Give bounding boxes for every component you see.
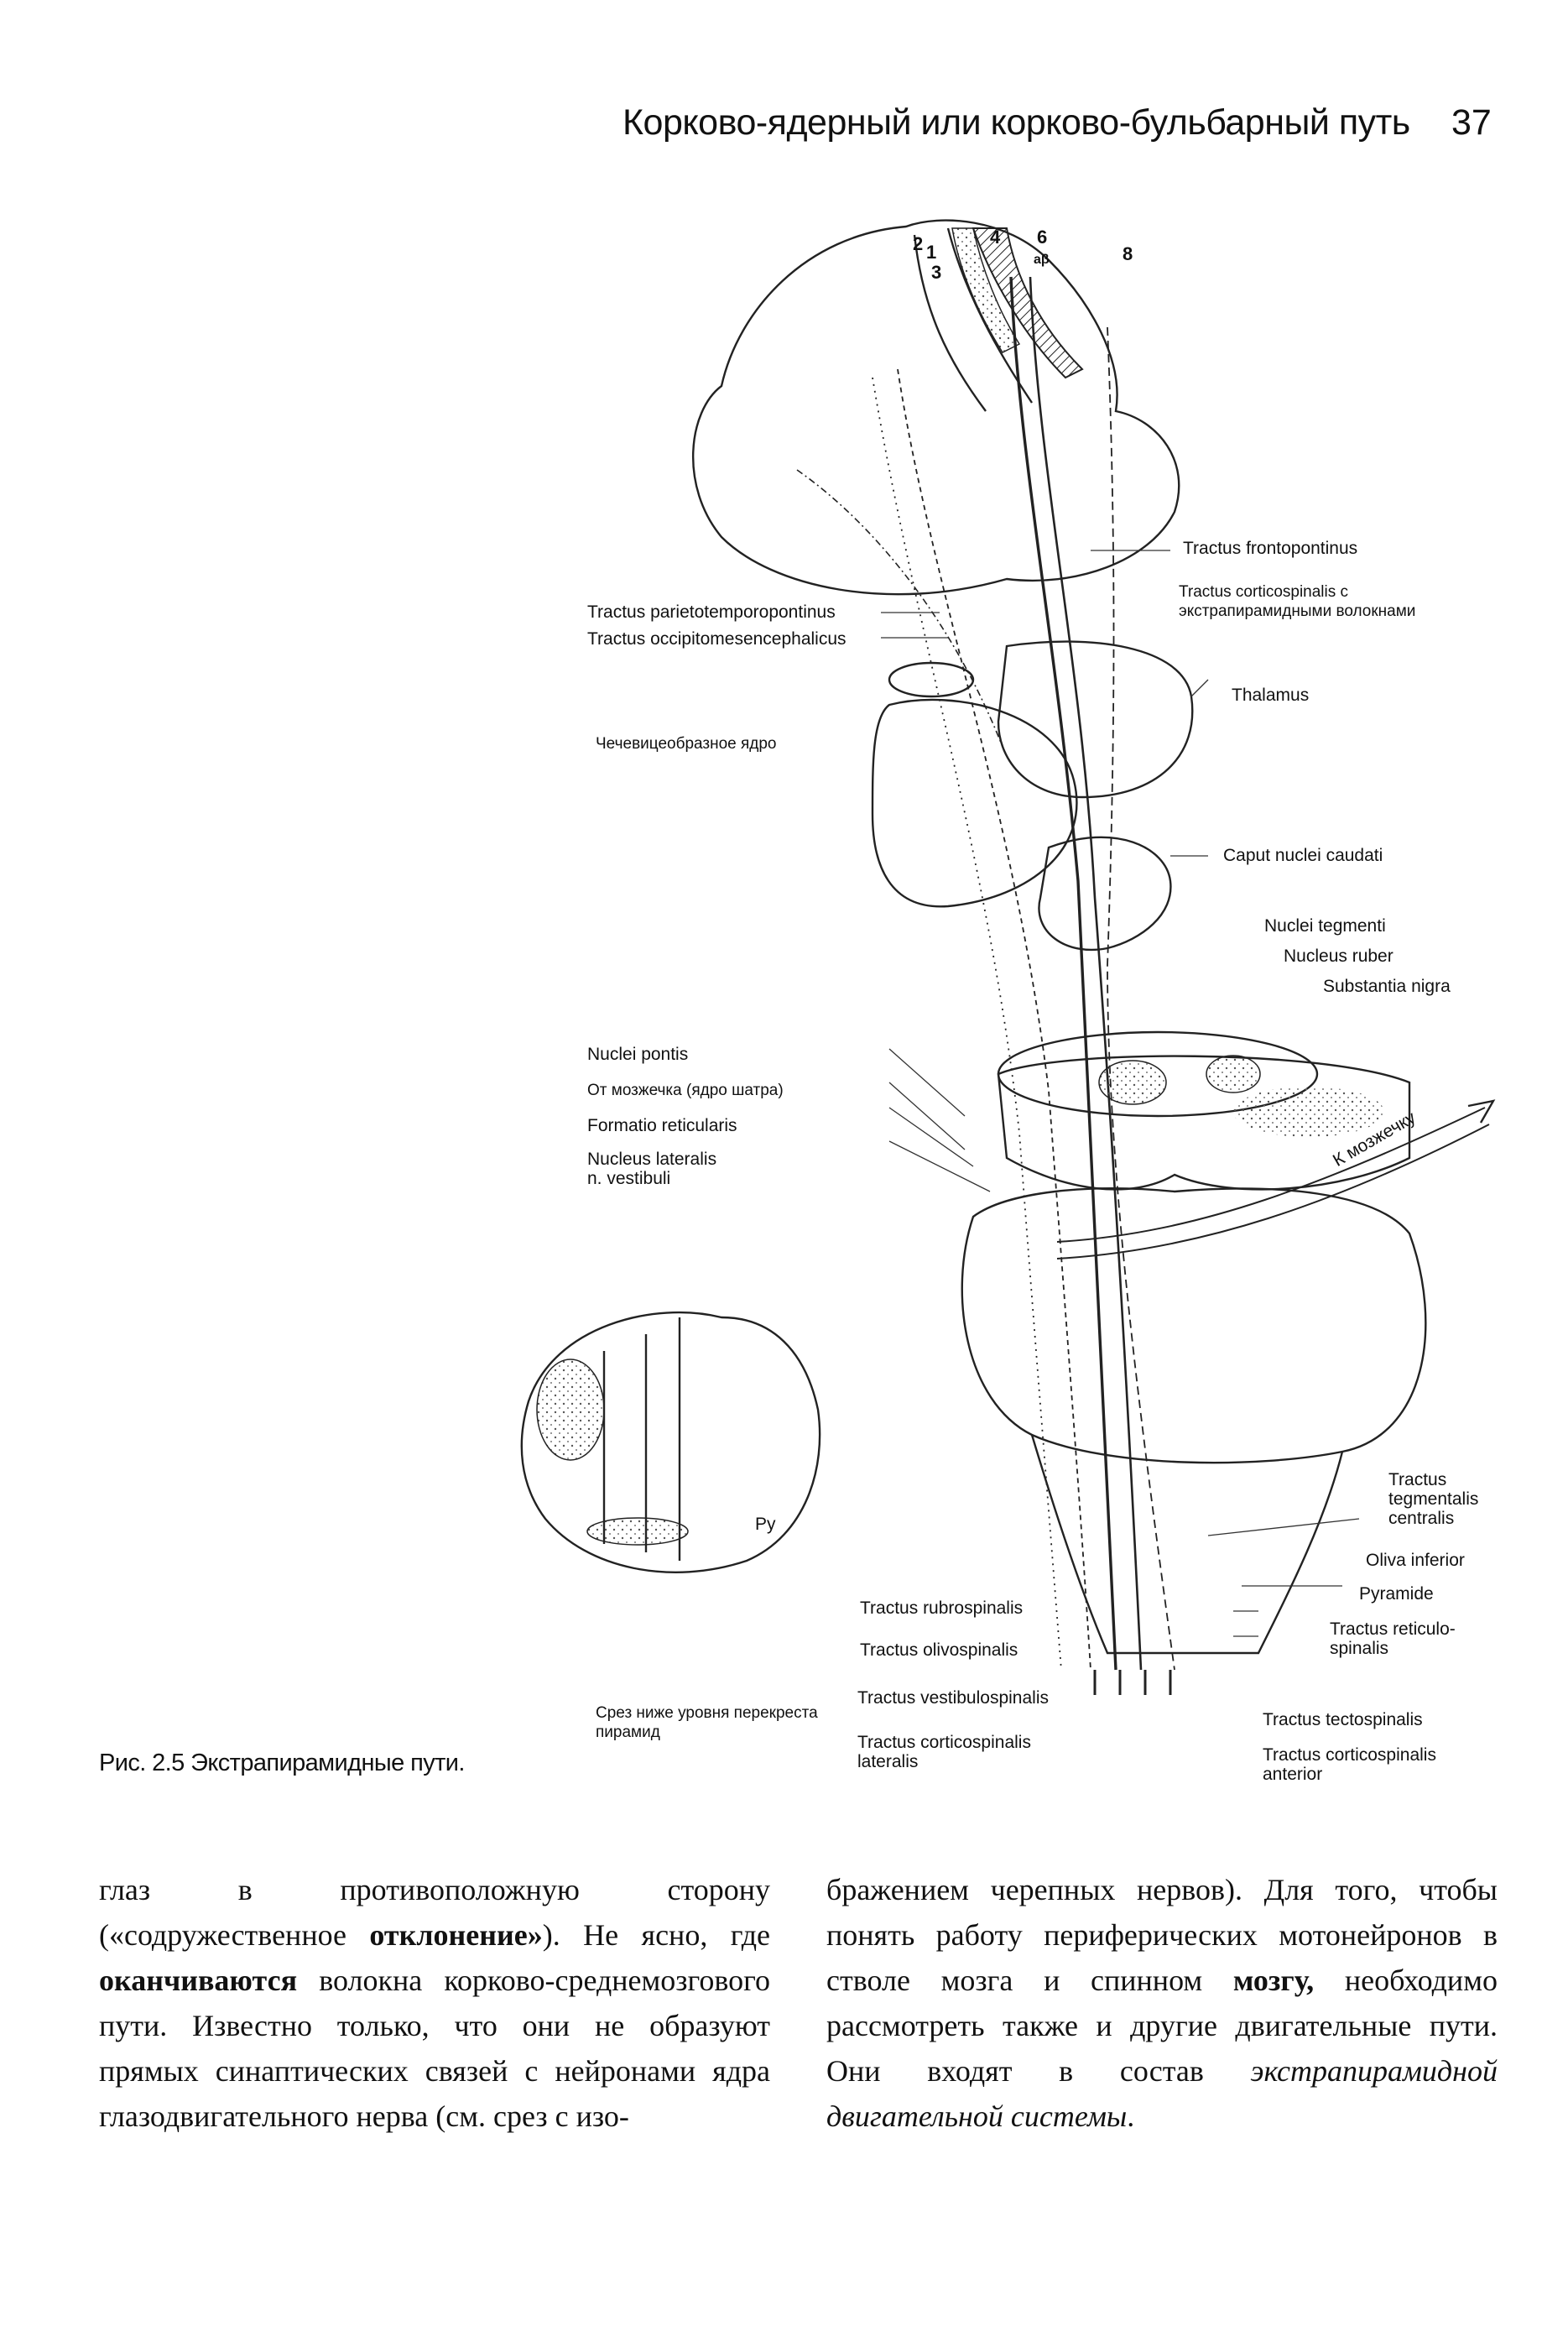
label-substantia-nigra: Substantia nigra [1323, 977, 1451, 996]
left-text-run-4: волокна корково-среднемозгового пути. Из… [99, 1964, 770, 2133]
label-formatio-reticularis: Formatio reticularis [587, 1116, 737, 1135]
label-tractus-reticulospinalis: Tractus reticulo-spinalis [1330, 1619, 1456, 1658]
right-text-run-3: экстрапирамидной двигательной системы [826, 2054, 1498, 2133]
right-text-run-1: мозгу, [1232, 1964, 1315, 1997]
right-text-run-0: бражением черепных нервов). Для того, чт… [826, 1873, 1498, 1997]
label-tractus-parietotemporopontinus: Tractus parietotemporopontinus [587, 602, 836, 622]
page-number: 37 [1451, 102, 1492, 143]
label-pyramide: Pyramide [1359, 1584, 1434, 1604]
label-caput-nuclei-caudati: Caput nuclei caudati [1223, 846, 1383, 865]
cortex-area-2: 2 [913, 233, 923, 254]
label-thalamus: Thalamus [1232, 686, 1310, 705]
right-paragraph: бражением черепных нервов). Для того, чт… [826, 1867, 1498, 2139]
label-oliva-inferior: Oliva inferior [1366, 1551, 1465, 1570]
left-text-run-3: оканчиваются [99, 1964, 298, 1997]
label-tractus-rubrospinalis: Tractus rubrospinalis [860, 1598, 1024, 1618]
body-text-left-column: глаз в противоположную сторону («содруже… [99, 1867, 770, 2139]
body-text-right-column: бражением черепных нервов). Для того, чт… [826, 1867, 1498, 2139]
left-paragraph: глаз в противоположную сторону («содруже… [99, 1867, 770, 2139]
left-text-run-2: ). Не ясно, где [542, 1918, 770, 1952]
label-tractus-corticospinalis-lateralis: Tractus corticospinalis lateralis [857, 1733, 1031, 1771]
running-head-title: Корково-ядерный или корково-бульбарный п… [623, 102, 1410, 143]
cortex-area-4: 4 [990, 227, 1001, 248]
cortex-area-6: 6 [1037, 227, 1047, 248]
label-tractus-corticospinalis-extra: Tractus corticospinalis с экстрапирамидн… [1179, 583, 1416, 620]
figure-extrapyramidal-pathways: 2 1 3 4 6 aβ 8 Tractus frontopontinus Tr… [0, 210, 1568, 1804]
label-inset-py: Py [755, 1515, 776, 1534]
label-nucleus-ruber: Nucleus ruber [1284, 947, 1393, 966]
cortex-area-ab: aβ [1034, 253, 1050, 267]
label-tractus-tectospinalis: Tractus tectospinalis [1263, 1710, 1423, 1729]
label-nuclei-tegmenti: Nuclei tegmenti [1264, 916, 1386, 936]
label-inset-caption: Срез ниже уровня перекреста пирамид [596, 1704, 818, 1741]
running-head: Корково-ядерный или корково-бульбарный п… [0, 99, 1568, 158]
right-text-run-4: . [1127, 2099, 1135, 2133]
figure-caption: Рис. 2.5 Экстрапирамидные пути. [99, 1750, 465, 1776]
label-lentiform-nucleus: Чечевицеобразное ядро [596, 735, 777, 753]
left-text-run-1: отклонение» [369, 1918, 543, 1952]
cortex-area-1: 1 [926, 242, 936, 263]
right-text-run-2: необходимо рассмотреть также и другие дв… [826, 1964, 1498, 2088]
label-tractus-vestibulospinalis: Tractus vestibulospinalis [857, 1688, 1049, 1708]
label-tractus-frontopontinus: Tractus frontopontinus [1183, 539, 1358, 558]
label-tractus-olivospinalis: Tractus olivospinalis [860, 1640, 1018, 1660]
label-tractus-corticospinalis-anterior: Tractus corticospinalis anterior [1263, 1745, 1436, 1784]
label-tractus-tegmentalis-centralis: Tractus tegmentalis centralis [1388, 1470, 1479, 1528]
left-text-run-0: глаз в противоположную сторону («содруже… [99, 1873, 770, 1952]
brain-diagram-illustration: 2 1 3 4 6 aβ 8 [520, 219, 1496, 1695]
label-nucleus-lateralis-vestibuli: Nucleus lateralis n. vestibuli [587, 1150, 717, 1188]
cortex-area-8: 8 [1123, 243, 1133, 264]
label-tractus-occipitomesencephalicus: Tractus occipitomesencephalicus [587, 629, 847, 649]
cortex-area-3: 3 [931, 262, 941, 283]
label-nuclei-pontis: Nuclei pontis [587, 1045, 689, 1064]
label-from-cerebellum: От мозжечка (ядро шатра) [587, 1082, 784, 1099]
